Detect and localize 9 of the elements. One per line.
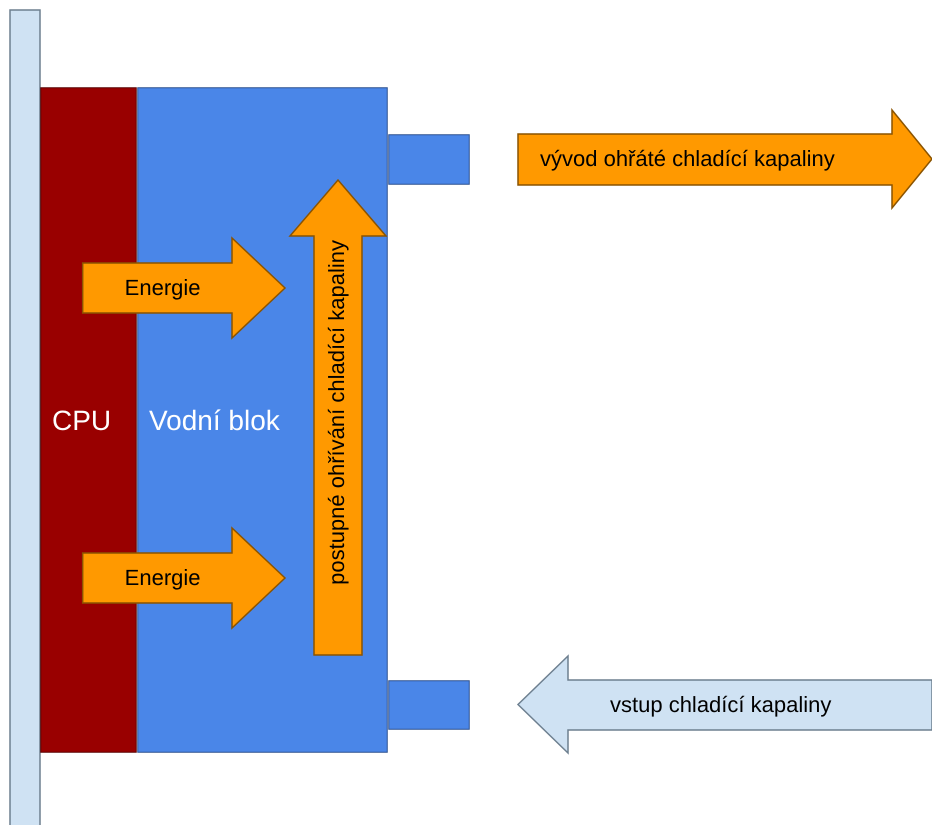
edge-label: Energie (124, 565, 201, 591)
arrow-label: vstup chladící kapaliny (610, 692, 832, 718)
component-label: Vodní blok (149, 405, 280, 437)
arrow-label: postupné ohřívání chladící kapaliny (324, 240, 350, 585)
component-label: CPU (52, 405, 112, 437)
block-arrow (82, 526, 286, 630)
edge-label: Energie (124, 275, 201, 301)
arrow-label: vývod ohřáté chladící kapaliny (540, 146, 835, 172)
block-arrow (82, 236, 286, 340)
